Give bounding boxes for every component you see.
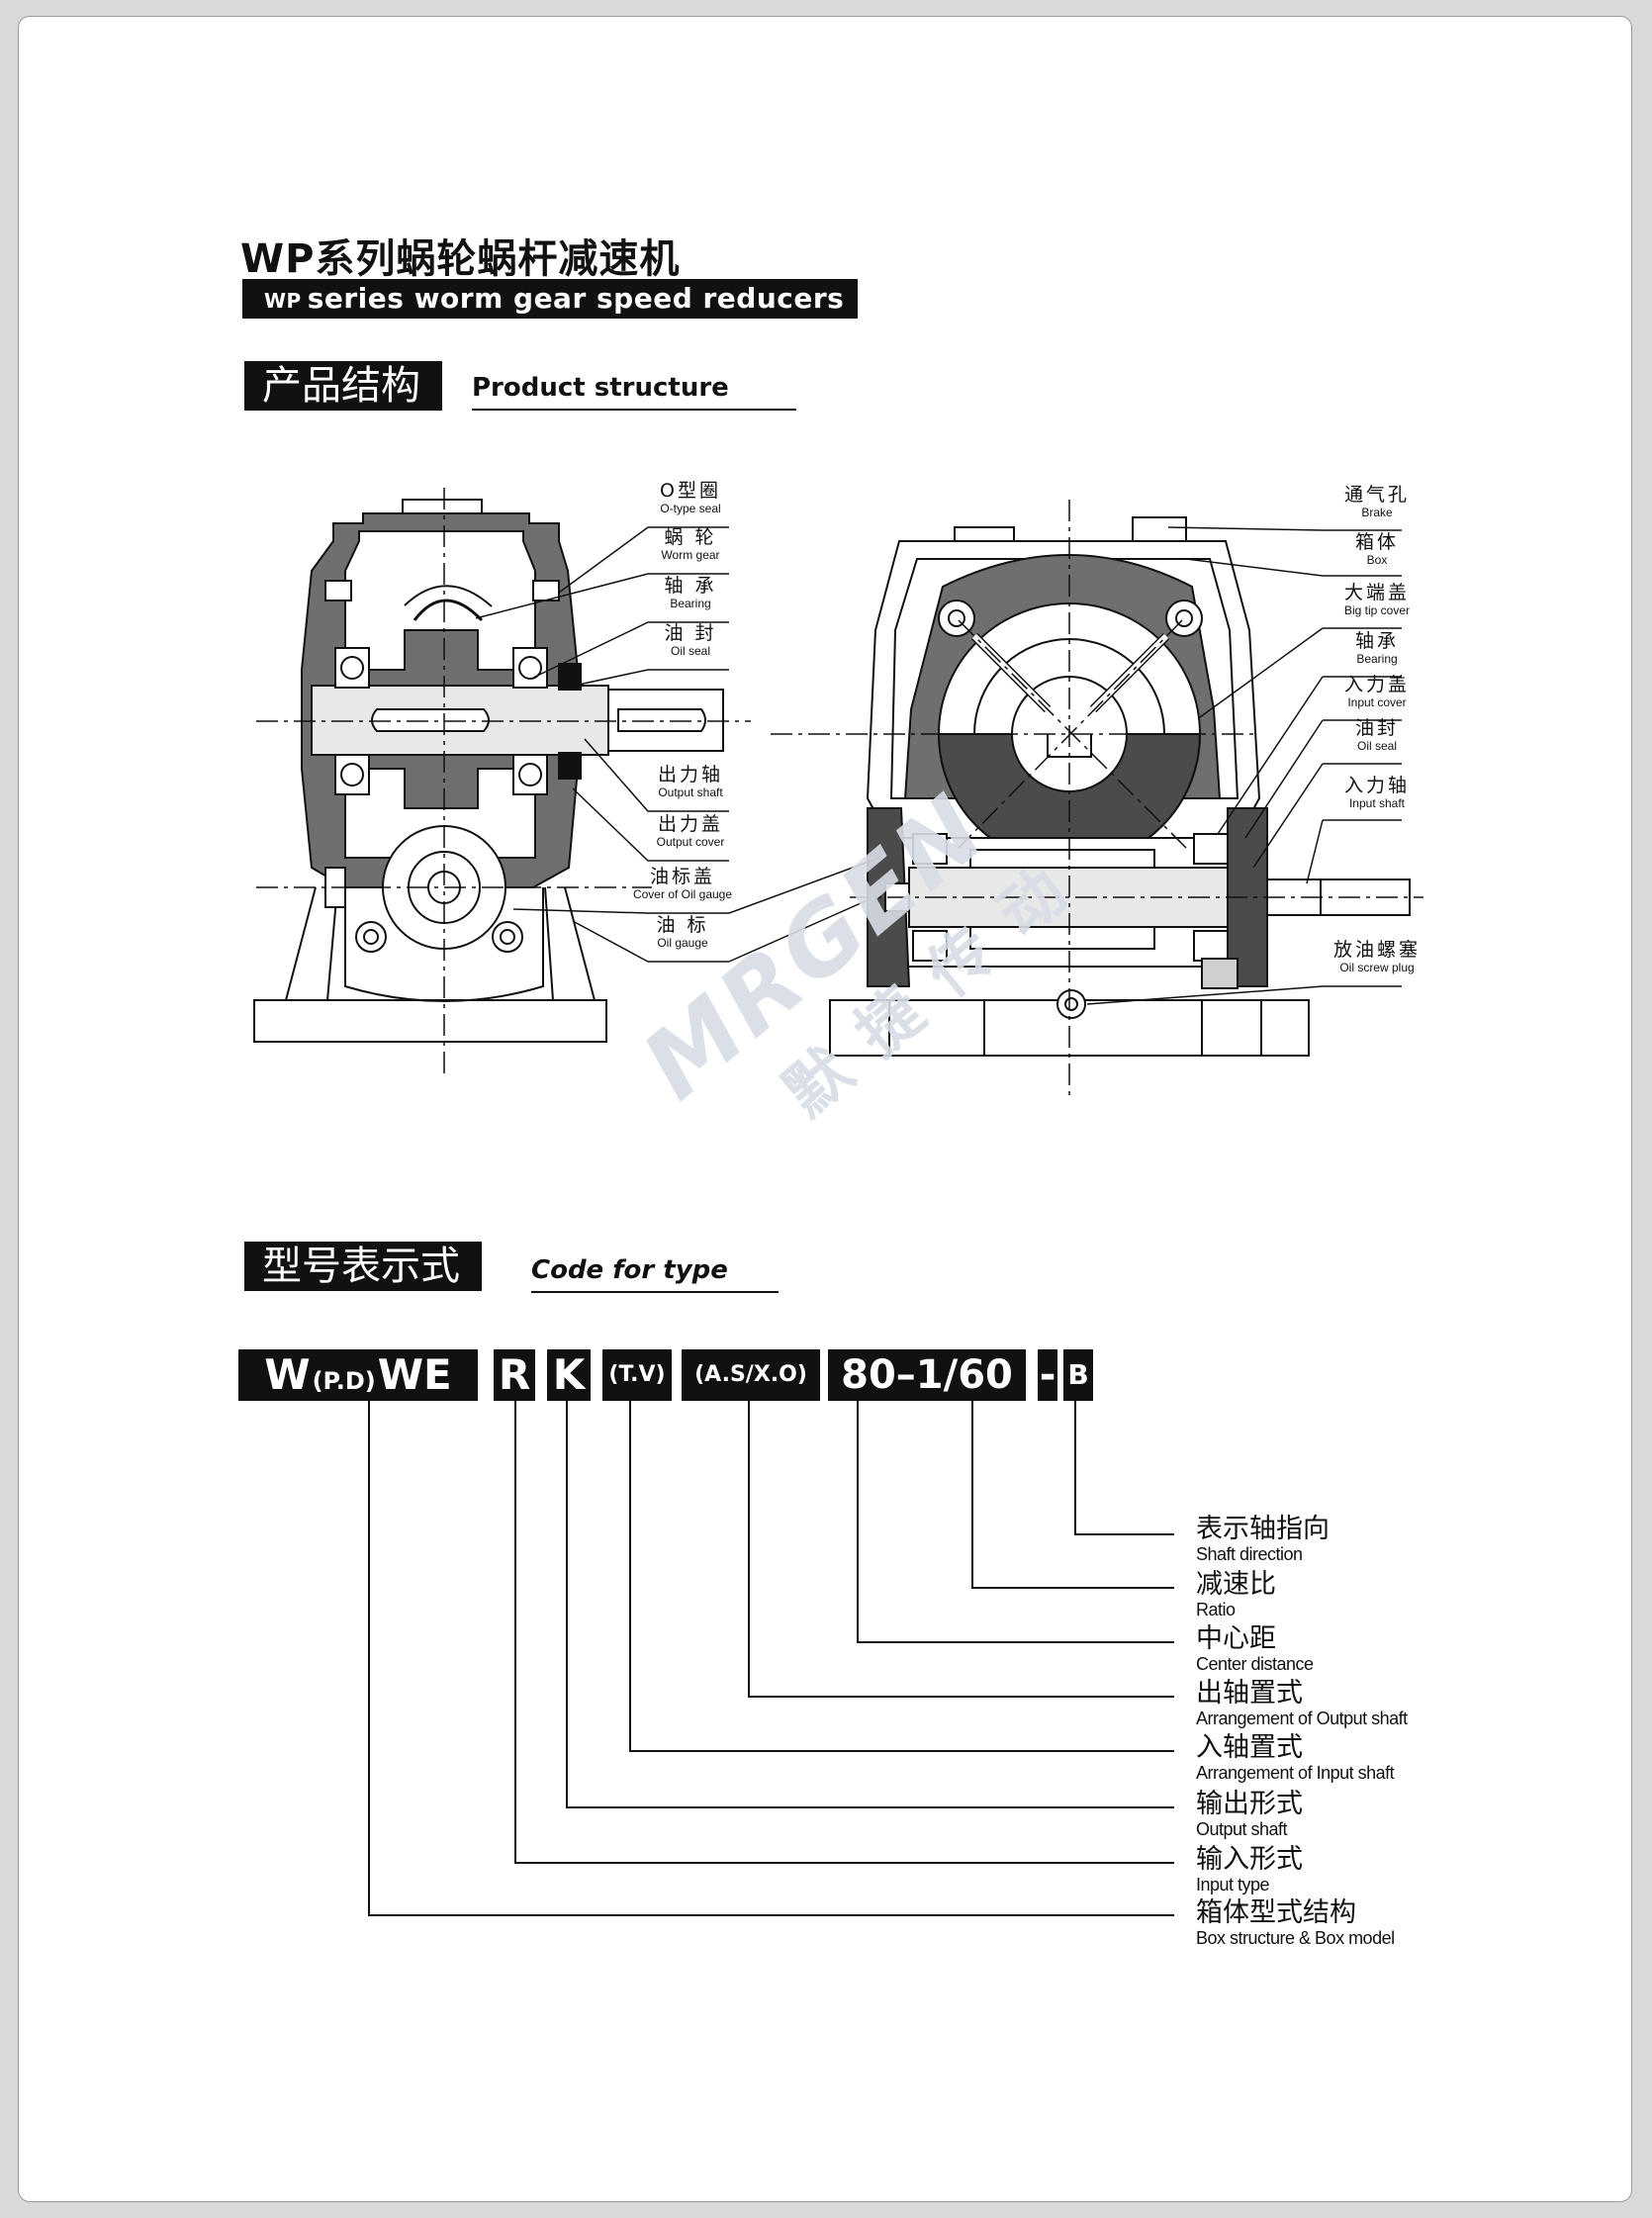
product-structure-drawing [253,488,1423,1095]
label-cover-of-oil-gauge: 油标盖 Cover of Oil gauge [632,866,733,901]
label-brake: 通气孔 Brake [1343,484,1410,519]
code-segment-dash: - [1038,1349,1057,1401]
label-oil-screw-plug: 放油螺塞 Oil screw plug [1332,939,1421,974]
label-big-tip-cover: 大端盖 Big tip cover [1343,582,1411,617]
title-english-prefix: WP [264,289,302,313]
title-english-text: series worm gear speed reducers [307,282,845,315]
code-segment-asxo: (A.S/X.O) [682,1349,820,1401]
label-bearing-left: 轴 承 Bearing [664,575,717,610]
label-oil-seal-left: 油 封 Oil seal [664,622,717,658]
legend-shaft-direction: 表示轴指向 Shaft direction [1196,1514,1330,1565]
title-chinese: WP系列蜗轮蜗杆减速机 [240,236,681,282]
code-segment-r: R [494,1349,535,1401]
code-for-type-heading-en: Code for type [531,1255,779,1293]
code-segment-b: B [1063,1349,1093,1401]
code-leader-lines [368,1401,1174,1916]
product-structure-heading-en: Product structure [472,373,796,411]
label-o-type-seal: O型圈 O-type seal [660,480,721,515]
label-worm-gear: 蜗 轮 Worm gear [661,526,720,562]
legend-input-type: 输入形式 Input type [1196,1844,1303,1895]
label-oil-gauge: 油 标 Oil gauge [656,914,709,950]
product-structure-heading: 产品结构 [244,361,442,411]
label-box: 箱体 Box [1354,531,1399,567]
label-input-shaft: 入力轴 Input shaft [1343,775,1410,810]
label-bearing-right: 轴承 Bearing [1354,630,1399,666]
legend-arrangement-input-shaft: 入轴置式 Arrangement of Input shaft [1196,1732,1395,1784]
label-oil-seal-right: 油封 Oil seal [1354,717,1399,753]
legend-box-structure: 箱体型式结构 Box structure & Box model [1196,1897,1395,1949]
code-segment-tv: (T.V) [602,1349,672,1401]
label-output-cover: 出力盖 Output cover [656,813,725,849]
code-for-type-heading: 型号表示式 [244,1242,482,1291]
code-segment-w-pd-we: W(P.D)WE [238,1349,478,1401]
code-segment-k: K [547,1349,591,1401]
legend-output-shaft: 输出形式 Output shaft [1196,1789,1303,1840]
label-output-shaft: 出力轴 Output shaft [657,764,723,799]
legend-arrangement-output-shaft: 出轴置式 Arrangement of Output shaft [1196,1678,1408,1729]
label-input-cover: 入力盖 Input cover [1343,674,1410,709]
legend-center-distance: 中心距 Center distance [1196,1623,1314,1675]
code-segment-80-1-60: 80–1/60 [828,1349,1026,1401]
legend-ratio: 减速比 Ratio [1196,1569,1276,1620]
